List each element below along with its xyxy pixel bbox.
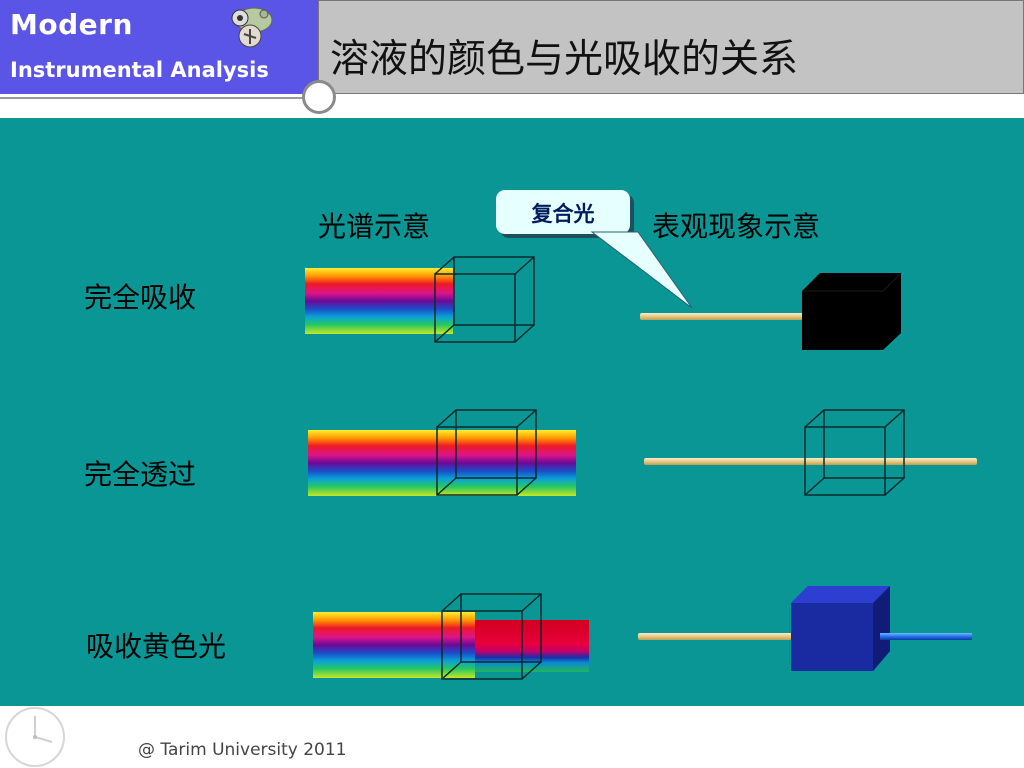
clock-icon: [5, 707, 65, 767]
spectrum-bar-incident: [313, 612, 475, 678]
header-divider: [0, 94, 318, 99]
incident-light-rod: [638, 633, 794, 640]
row-label-full-transmit: 完全透过: [84, 458, 197, 491]
transparent-cube: [434, 256, 535, 343]
footer-credit: @ Tarim University 2011: [138, 740, 347, 760]
page-title: 溶液的颜色与光吸收的关系: [330, 37, 799, 82]
blue-cube: [791, 586, 890, 671]
incident-light-rod: [644, 458, 977, 465]
callout-pointer: [590, 231, 693, 309]
incident-light-rod: [640, 313, 806, 320]
transmitted-light-rod: [880, 633, 972, 640]
spectrum-bar-absorbed: [305, 268, 453, 334]
column-header-phenomenon: 表观现象示意: [652, 210, 821, 243]
callout-label: 复合光: [531, 202, 595, 226]
ring-icon: [302, 80, 336, 114]
transparent-cube: [804, 409, 905, 496]
logo-icon: [231, 7, 273, 48]
column-header-spectrum: 光谱示意: [318, 210, 431, 243]
callout-bubble: 复合光: [496, 190, 630, 234]
brand-line2: Instrumental Analysis: [10, 58, 269, 82]
spectrum-bar-transmitted: [308, 430, 576, 496]
row-label-full-absorb: 完全吸收: [84, 281, 197, 314]
transparent-cube: [436, 409, 537, 496]
row-label-absorb-yellow: 吸收黄色光: [86, 630, 227, 663]
title-bar: [318, 0, 1024, 94]
transparent-cube: [441, 593, 542, 680]
black-cube: [802, 272, 902, 350]
brand-line1: Modern: [10, 8, 133, 41]
spectrum-bar-remaining: [475, 620, 589, 672]
